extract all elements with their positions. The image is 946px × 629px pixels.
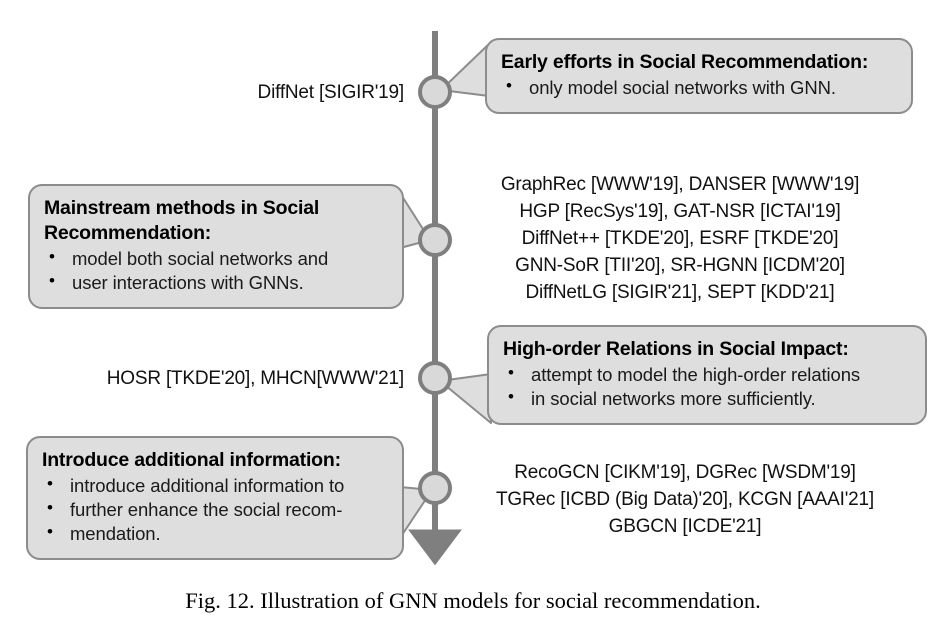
callout-stage-3-bullet-1: attempt to model the high-order relation…	[503, 362, 911, 387]
callout-stage-2-bullet-1-cont-text: user interactions with GNNs.	[72, 271, 304, 293]
timeline-node-2[interactable]	[418, 223, 452, 257]
node-2-model-line-2: HGP [RecSys'19], GAT-NSR [ICTAI'19]	[519, 200, 841, 222]
callout-stage-3-bullets: attempt to model the high-order relation…	[503, 362, 911, 411]
callout-stage-3-bullet-1-cont-text: in social networks more sufficiently.	[531, 388, 816, 409]
callout-stage-1-title: Early efforts in Social Recommendation:	[501, 51, 869, 73]
callout-stage-1-bullet-1: only model social networks with GNN.	[501, 75, 897, 100]
node-2-model-list: GraphRec [WWW'19], DANSER [WWW'19] HGP […	[470, 172, 890, 307]
callout-stage-4-bullet-1-cont2-text: further enhance the social recom-	[70, 499, 343, 520]
node-2-model-line-4: GNN-SoR [TII'20], SR-HGNN [ICDM'20]	[515, 254, 845, 276]
timeline-node-4[interactable]	[418, 471, 452, 505]
node-4-model-line-2: TGRec [ICBD (Big Data)'20], KCGN [AAAI'2…	[496, 488, 874, 510]
callout-stage-3-bullet-1-cont: in social networks more sufficiently.	[503, 386, 911, 411]
callout-stage-4-bullet-1-cont3: mendation.	[42, 521, 388, 546]
node-2-model-line-5: DiffNetLG [SIGIR'21], SEPT [KDD'21]	[525, 281, 835, 303]
callout-stage-4-bullet-1: introduce additional information to	[42, 473, 388, 498]
node-4-model-line-1: RecoGCN [CIKM'19], DGRec [WSDM'19]	[514, 462, 856, 483]
node-2-model-line-3: DiffNet++ [TKDE'20], ESRF [TKDE'20]	[521, 227, 839, 249]
callout-stage-4-bullet-1-cont2: further enhance the social recom-	[42, 497, 388, 522]
timeline-node-3[interactable]	[418, 361, 452, 395]
callout-stage-4-title: Introduce additional information:	[42, 449, 341, 471]
tail-stage-2	[399, 192, 431, 249]
node-1-model-label: DiffNet [SIGIR'19]	[200, 80, 405, 107]
callout-stage-2-bullets: model both social networks and user inte…	[44, 246, 388, 295]
tail-stage-3	[439, 373, 492, 424]
callout-stage-2-bullet-1: model both social networks and	[44, 246, 388, 271]
callout-stage-4[interactable]: Introduce additional information: introd…	[26, 436, 404, 561]
tail-stage-1	[440, 43, 490, 97]
node-2-model-line-1: GraphRec [WWW'19], DANSER [WWW'19]	[500, 174, 860, 195]
node-4-model-line-3: GBGCN [ICDE'21]	[608, 515, 762, 537]
node-1-model-line-1: DiffNet [SIGIR'19]	[257, 82, 405, 103]
node-3-model-line-1: HOSR [TKDE'20], MHCN[WWW'21]	[106, 368, 404, 389]
figure-caption: Fig. 12. Illustration of GNN models for …	[185, 588, 761, 613]
node-3-model-label: HOSR [TKDE'20], MHCN[WWW'21]	[60, 366, 404, 393]
callout-stage-2-title: Mainstream methods in Social Recommendat…	[44, 197, 320, 244]
timeline-node-1[interactable]	[418, 75, 452, 109]
node-4-model-list: RecoGCN [CIKM'19], DGRec [WSDM'19] TGRec…	[470, 460, 900, 541]
callout-stage-1[interactable]: Early efforts in Social Recommendation: …	[485, 38, 913, 114]
callout-stage-3-title: High-order Relations in Social Impact:	[503, 338, 849, 360]
callout-stage-4-bullets: introduce additional information to furt…	[42, 473, 388, 546]
callout-stage-4-bullet-1-cont3-text: mendation.	[70, 523, 161, 545]
tail-stage-4	[399, 486, 433, 539]
callout-stage-1-bullets: only model social networks with GNN.	[501, 75, 897, 100]
callout-stage-3[interactable]: High-order Relations in Social Impact: a…	[487, 325, 927, 426]
callout-stage-2[interactable]: Mainstream methods in Social Recommendat…	[28, 184, 404, 309]
callout-stage-2-bullet-1-cont: user interactions with GNNs.	[44, 270, 388, 295]
